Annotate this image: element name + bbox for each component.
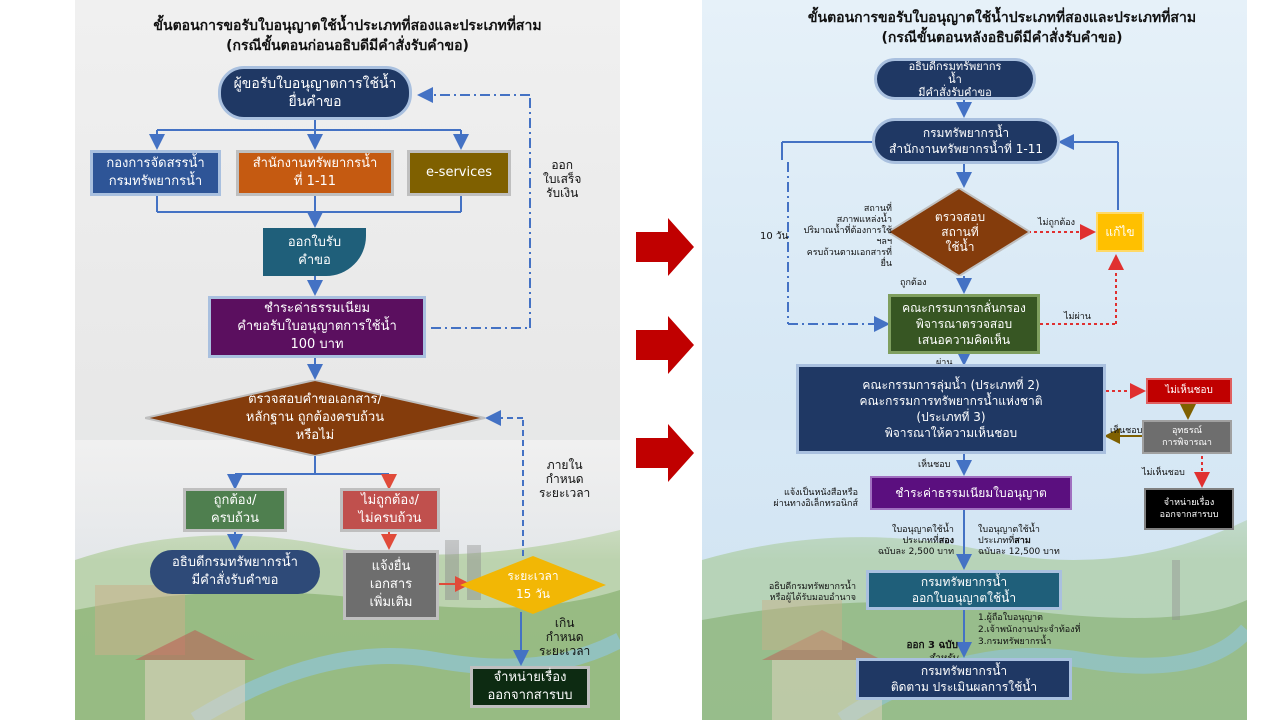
right-dg-order-node: อธิบดีกรมทรัพยากร น้ำ มีคำสั่งรับคำขอ [874,58,1036,100]
left-title-line1: ขั้นตอนการขอรับใบอนุญาตใช้น้ำประเภทที่สอ… [153,18,542,34]
left-connectors [149,87,531,666]
fee-type3-amount: ฉบับละ 12,500 บาท [978,547,1060,557]
period-diamond [460,556,606,614]
disapprove-appeal-note: ไม่เห็นชอบ [1142,468,1185,478]
dept-office-node: กรมทรัพยากรน้ำ สำนักงานทรัพยากรน้ำที่ 1-… [872,118,1060,164]
fee-type2-bold: สอง [938,536,954,546]
issue-license-node: กรมทรัพยากรน้ำ ออกใบอนุญาตใช้น้ำ [866,570,1062,610]
check-docs-diamond [145,380,485,456]
fee-type2-amount: ฉบับละ 2,500 บาท [877,547,954,557]
receipt-document-node: ออกใบรับ คำขอ [263,228,366,276]
correct-note: ถูกต้อง [900,278,927,288]
not-correct-note: ไม่ถูกต้อง [1038,218,1076,228]
over-period-note: เกิน กำหนด ระยะเวลา [539,616,591,658]
inspect-diamond [888,188,1030,276]
left-title: ขั้นตอนการขอรับใบอนุญาตใช้น้ำประเภทที่สอ… [75,16,620,56]
center-arrow-3 [636,424,694,482]
right-remove-node: จำหน่ายเรื่อง ออกจากสารบบ [1144,488,1234,530]
copies-count: ออก 3 ฉบับ [906,640,959,651]
right-landscape-illustration [702,430,1247,720]
authorized-note: อธิบดีกรมทรัพยากรน้ำ หรือผู้ได้รับมอบอำน… [768,582,856,603]
allocation-division-node: กองการจัดสรรน้ำ กรมทรัพยากรน้ำ [90,150,221,196]
inspect-label: ตรวจสอบ สถานที่ ใช้น้ำ [934,209,986,254]
correct-node: ถูกต้อง/ ครบถ้วน [183,488,287,532]
right-title-line2: (กรณีขั้นตอนหลังอธิบดีมีคำสั่งรับคำขอ) [881,30,1123,46]
appeal-node: อุทธรณ์ การพิจารณา [1142,420,1232,454]
ten-days-note: 10 วัน [760,231,789,242]
notify-docs-node: แจ้งยื่น เอกสาร เพิ่มเติม [343,550,439,620]
right-title: ขั้นตอนการขอรับใบอนุญาตใช้น้ำประเภทที่สอ… [702,8,1247,48]
left-title-line2: (กรณีขั้นตอนก่อนอธิบดีมีคำสั่งรับคำขอ) [226,38,469,54]
left-flowchart-panel: ขั้นตอนการขอรับใบอนุญาตใช้น้ำประเภทที่สอ… [75,0,620,720]
fee-type3-note: ใบอนุญาตใช้น้ำ ประเภทที่สาม ฉบับละ 12,50… [978,514,1068,569]
fee-type2-note: ใบอนุญาตใช้น้ำ ประเภทที่สอง ฉบับละ 2,500… [874,514,954,569]
dg-order-node: อธิบดีกรมทรัพยากรน้ำ มีคำสั่งรับคำขอ [150,550,320,594]
within-period-note: ภายใน กำหนด ระยะเวลา [539,458,591,500]
e-services-node: e-services [407,150,511,196]
approve-note: เห็นชอบ [918,460,951,470]
applicant-node: ผู้ขอรับใบอนุญาตการใช้น้ำ ยื่นคำขอ [218,66,412,120]
right-title-line1: ขั้นตอนการขอรับใบอนุญาตใช้น้ำประเภทที่สอ… [807,10,1197,26]
screening-committee-node: คณะกรรมการกลั่นกรอง พิจารณาตรวจสอบ เสนอค… [888,294,1040,354]
center-arrow-1 [636,218,694,276]
right-connectors [781,100,1210,658]
incorrect-node: ไม่ถูกต้อง/ ไม่ครบถ้วน [340,488,440,532]
license-fee-node: ชำระค่าธรรมเนียมใบอนุญาต [870,476,1072,510]
check-docs-label: ตรวจสอบคำขอเอกสาร/ หลักฐาน ถูกต้องครบถ้ว… [245,392,385,443]
fee-type3-bold: สาม [1014,536,1031,546]
fee-type3-label: ใบอนุญาตใช้น้ำ ประเภทที่ [978,525,1040,546]
inspect-criteria-note: สถานที่ สภาพแหล่งน้ำ ปริมาณน้ำที่ต้องการ… [803,204,892,269]
regional-office-node: สำนักงานทรัพยากรน้ำ ที่ 1-11 [236,150,394,196]
right-flowchart-panel: ขั้นตอนการขอรับใบอนุญาตใช้น้ำประเภทที่สอ… [702,0,1247,720]
disapprove-node: ไม่เห็นชอบ [1146,378,1232,404]
pass-note: ผ่าน [936,358,953,368]
recipients-note: 1.ผู้ถือใบอนุญาต 2.เจ้าพนักงานประจำท้องท… [978,613,1081,647]
monitor-node: กรมทรัพยากรน้ำ ติดตาม ประเมินผลการใช้น้ำ [856,658,1072,700]
issue-receipt-note: ออก ใบเสร็จ รับเงิน [543,158,582,200]
fee-type2-label: ใบอนุญาตใช้น้ำ ประเภทที่ [892,525,954,546]
period-label: ระยะเวลา 15 วัน [507,569,559,601]
notify-method-note: แจ้งเป็นหนังสือหรือ ผ่านทางอิเล็กทรอนิกส… [773,488,858,509]
fix-node: แก้ไข [1096,212,1144,252]
center-arrow-2 [636,316,694,374]
not-pass-note: ไม่ผ่าน [1064,312,1091,322]
fee-node: ชำระค่าธรรมเนียม คำขอรับใบอนุญาตการใช้น้… [208,296,426,358]
basin-committee-node: คณะกรรมการลุ่มน้ำ (ประเภทที่ 2) คณะกรรมก… [796,364,1106,454]
remove-node: จำหน่ายเรื่อง ออกจากสารบบ [470,666,590,708]
approve-appeal-note: เห็นชอบ [1110,426,1143,436]
